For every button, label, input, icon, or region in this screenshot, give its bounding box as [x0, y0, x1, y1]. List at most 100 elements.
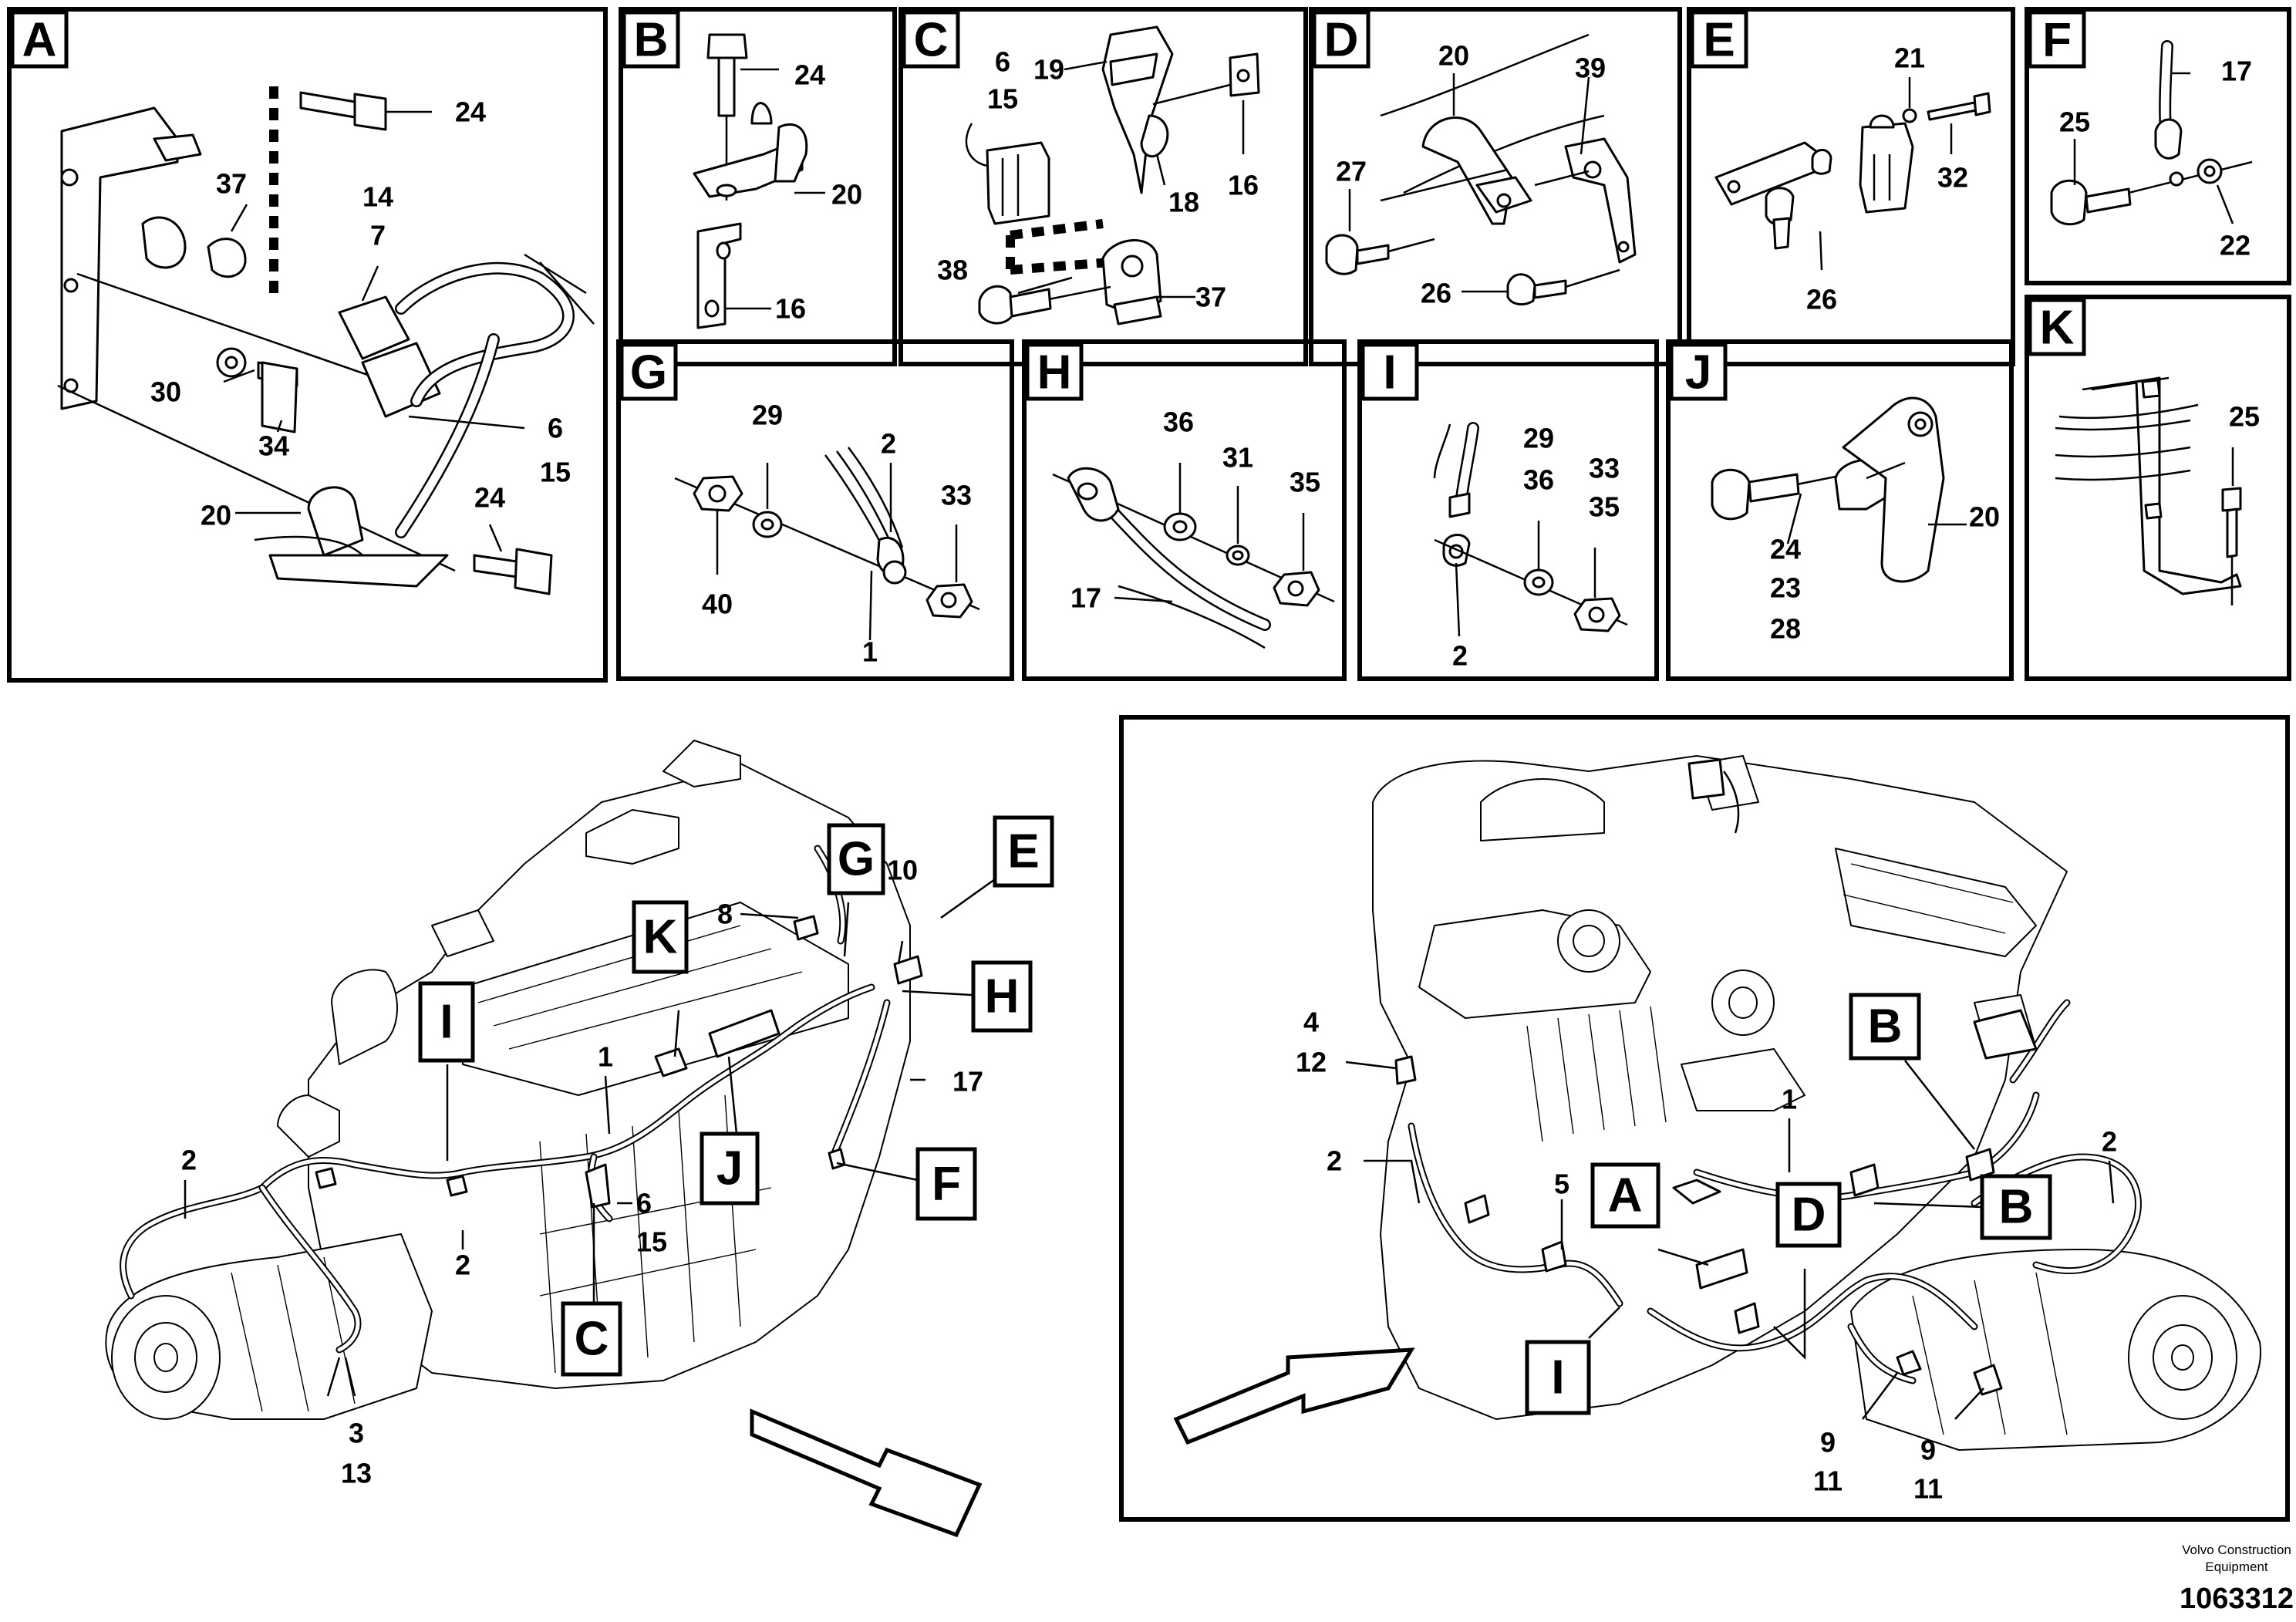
- panel-e-labels: E 21 32 26: [1703, 14, 1968, 315]
- detail-panel-j: [1666, 339, 2014, 681]
- label: 16: [1228, 170, 1259, 201]
- detail-panel-c: [899, 7, 1308, 366]
- label: 21: [1894, 42, 1925, 74]
- label: 10: [887, 855, 918, 886]
- detail-panel-f: [2025, 7, 2291, 285]
- label: 6: [548, 413, 563, 444]
- detail-panel-b: [619, 7, 897, 366]
- callout-tag: B: [1868, 1000, 1903, 1054]
- callout-tag: D: [1792, 1189, 1826, 1242]
- label: 30: [150, 376, 181, 408]
- label: 7: [370, 220, 386, 251]
- label: 20: [201, 500, 231, 531]
- label: 19: [1033, 54, 1064, 86]
- detail-panel-i: [1357, 339, 1659, 681]
- label: 20: [831, 179, 862, 211]
- detail-panel-a: [7, 7, 608, 683]
- label: 2: [2102, 1126, 2117, 1158]
- label: 29: [1523, 423, 1554, 454]
- detail-panel-g: [616, 339, 1014, 681]
- label: 2: [881, 428, 896, 460]
- label: 2: [1327, 1145, 1342, 1177]
- panel-i-labels: I 29 36 33 35 2: [1383, 346, 1620, 672]
- label: 11: [1813, 1465, 1843, 1497]
- label: 29: [752, 400, 783, 431]
- label: 26: [1421, 278, 1451, 309]
- panel-a-labels: A 24 37 14 7 30 34 6 15 20 24: [22, 14, 571, 531]
- label: 25: [2229, 401, 2260, 433]
- label: 33: [1589, 453, 1620, 484]
- label: 15: [540, 457, 571, 488]
- label: 9: [1920, 1435, 1936, 1466]
- label: 27: [1336, 156, 1367, 187]
- panel-g-labels: G 29 2 33 40 1: [630, 346, 972, 668]
- label: 24: [455, 96, 486, 128]
- engine-view-left-callouts: I K G E H J F C: [418, 815, 1054, 1377]
- label: 2: [181, 1145, 197, 1176]
- label: 39: [1575, 52, 1606, 84]
- panel-f-tag: F: [2042, 14, 2072, 67]
- label: 17: [2221, 56, 2252, 87]
- label: 2: [455, 1249, 470, 1281]
- label: 33: [941, 480, 972, 511]
- label: 1: [862, 636, 878, 668]
- engine-view-right: [1119, 715, 2290, 1522]
- callout-tag: I: [1551, 1351, 1564, 1404]
- panel-a-tag: A: [22, 14, 57, 67]
- label: 12: [1296, 1047, 1327, 1078]
- callout-tag: H: [985, 970, 1020, 1023]
- detail-panel-h: [1022, 339, 1347, 681]
- panel-b-tag: B: [634, 14, 669, 67]
- label: 40: [702, 588, 733, 620]
- callout-tag: A: [1608, 1169, 1643, 1222]
- callout-tag: G: [838, 833, 875, 886]
- panel-k-tag: K: [2040, 302, 2075, 355]
- panel-k-labels: K 25: [2040, 302, 2260, 433]
- label: 11: [1913, 1473, 1943, 1505]
- label: 38: [937, 255, 968, 286]
- label: 6: [995, 46, 1010, 78]
- label: 15: [987, 83, 1018, 115]
- callout-tag: B: [1999, 1181, 2034, 1234]
- label: 36: [1523, 464, 1554, 496]
- panel-d-tag: D: [1324, 14, 1359, 67]
- panel-j-tag: J: [1685, 346, 1711, 400]
- label: 34: [258, 430, 289, 462]
- panel-d-labels: D 20 39 27 26: [1324, 14, 1606, 309]
- engine-view-right-callouts: B A D B I: [1525, 993, 2052, 1415]
- panel-h-labels: H 36 31 35 17: [1037, 346, 1320, 614]
- label: 16: [775, 293, 806, 325]
- callout-tag: I: [440, 996, 453, 1049]
- label: 4: [1303, 1007, 1319, 1038]
- label: 2: [1452, 640, 1468, 672]
- label: 17: [1070, 582, 1101, 614]
- panel-e-tag: E: [1703, 14, 1735, 67]
- label: 24: [1770, 534, 1801, 565]
- detail-panel-k: [2025, 295, 2291, 681]
- panel-f-labels: F 17 25 22: [2042, 14, 2252, 261]
- panel-c-tag: C: [914, 14, 949, 67]
- panel-b-labels: B 24 20 16: [634, 14, 862, 325]
- panel-g-tag: G: [630, 346, 667, 400]
- label: 24: [474, 482, 505, 514]
- panel-j-labels: J 24 23 28 20: [1685, 346, 2000, 645]
- engine-view-left-labels: 8 10 1 17 2 6 15 2 3 13: [181, 855, 983, 1489]
- label: 15: [636, 1226, 667, 1258]
- callout-tag: J: [716, 1142, 743, 1195]
- detail-panel-e: [1687, 7, 2015, 366]
- label: 1: [1782, 1084, 1797, 1115]
- panel-h-tag: H: [1037, 346, 1072, 400]
- callout-tag: E: [1007, 825, 1039, 878]
- brand-line-1: Volvo Construction: [2182, 1543, 2291, 1557]
- label: 13: [341, 1458, 372, 1489]
- callout-tag: K: [643, 911, 678, 964]
- label: 6: [636, 1188, 652, 1219]
- label: 25: [2059, 106, 2090, 138]
- footer-brand-block: Volvo Construction Equipment 1063312: [2180, 1543, 2294, 1615]
- label: 9: [1820, 1427, 1836, 1458]
- label: 28: [1770, 613, 1801, 645]
- label: 35: [1290, 467, 1320, 498]
- callout-tag: F: [932, 1158, 961, 1211]
- label: 26: [1806, 284, 1837, 315]
- panel-i-tag: I: [1383, 346, 1396, 400]
